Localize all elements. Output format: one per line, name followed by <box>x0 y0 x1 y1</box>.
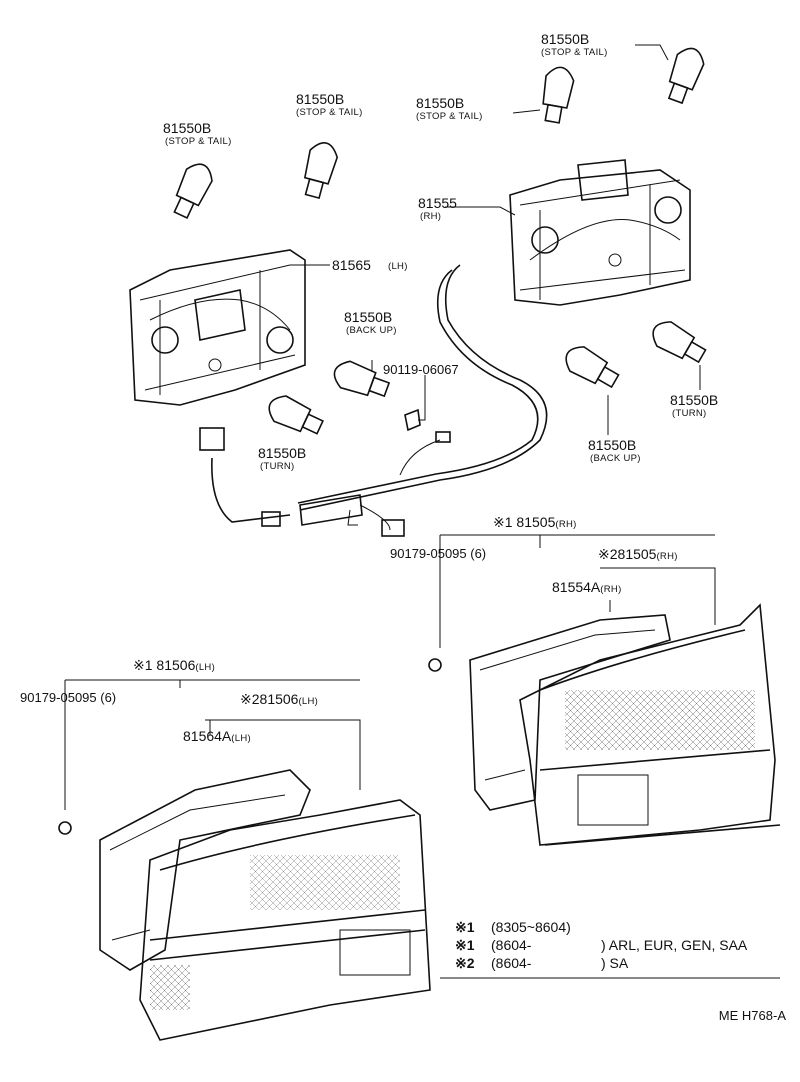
nut-lh <box>58 821 72 835</box>
note-socket-lh: (LH) <box>388 261 408 272</box>
leader-screw <box>418 375 426 421</box>
label-gasket-rh: 81554A(RH) <box>552 579 622 595</box>
bulb-turn-right <box>652 321 707 364</box>
drawing-code: ME H768-A <box>718 1008 786 1023</box>
bulb-stop-tail-left <box>173 163 213 219</box>
nut-rh <box>428 658 442 672</box>
note-bulb-stop-tail-right1: (STOP & TAIL) <box>416 111 483 122</box>
mark-lamp-lh-2: ※281506(LH) <box>240 691 319 707</box>
note-bulb-back-up-left: (BACK UP) <box>346 325 397 336</box>
leader-bulb-right2 <box>635 44 669 61</box>
socket-plate-lh <box>129 249 306 406</box>
lamp-assembly-lh <box>58 679 431 1041</box>
bulb-back-up-left <box>333 360 391 398</box>
legend-row: ※2(8604-) SA <box>455 955 629 971</box>
label-bulb-turn-right: 81550B <box>670 392 719 408</box>
note-bulb-turn-left: (TURN) <box>260 461 295 472</box>
bulb-turn-left <box>268 395 324 435</box>
mark-lamp-lh-1: ※1 81506(LH) <box>133 657 216 673</box>
wire-harness <box>199 264 548 537</box>
label-bulb-stop-tail-left: 81550B <box>163 120 212 136</box>
bulb-back-up-right <box>565 346 620 389</box>
bulb-stop-tail-right2 <box>667 47 705 105</box>
leader-socket-rh <box>445 206 516 216</box>
label-bulb-stop-tail-right2: 81550B <box>541 31 590 47</box>
note-bulb-turn-right: (TURN) <box>672 408 707 419</box>
label-bulb-back-up-right: 81550B <box>588 437 637 453</box>
label-socket-rh: 81555 <box>418 195 457 211</box>
label-bulb-stop-tail-right1: 81550B <box>416 95 465 111</box>
label-screw: 90119-06067 <box>383 362 459 377</box>
note-socket-rh: (RH) <box>420 211 442 222</box>
label-socket-lh: 81565 <box>332 257 371 273</box>
label-nut-lh: 90179-05095 (6) <box>20 690 117 705</box>
mark-lamp-rh-2: ※281505(RH) <box>598 546 678 562</box>
note-bulb-back-up-right: (BACK UP) <box>590 453 641 464</box>
note-bulb-stop-tail-mid: (STOP & TAIL) <box>296 107 363 118</box>
applicability-legend: ※1(8305~8604) ※1(8604-) ARL, EUR, GEN, S… <box>455 918 747 972</box>
mark-lamp-rh-1: ※1 81505(RH) <box>493 514 577 530</box>
leader-bulb-right1 <box>512 109 541 114</box>
socket-plate-rh <box>509 159 691 306</box>
label-gasket-lh: 81564A(LH) <box>183 728 251 744</box>
label-bulb-stop-tail-mid: 81550B <box>296 91 345 107</box>
label-bulb-turn-left: 81550B <box>258 445 307 461</box>
note-bulb-stop-tail-left: (STOP & TAIL) <box>165 136 232 147</box>
note-bulb-stop-tail-right2: (STOP & TAIL) <box>541 47 608 58</box>
legend-row: ※1(8604-) ARL, EUR, GEN, SAA <box>455 937 748 953</box>
bulb-stop-tail-right1 <box>542 66 575 124</box>
label-nut-rh: 90179-05095 (6) <box>390 546 487 561</box>
label-bulb-back-up-left: 81550B <box>344 309 393 325</box>
lamp-assembly-rh <box>428 534 781 846</box>
bulb-stop-tail-mid <box>303 142 339 200</box>
legend-row: ※1(8305~8604) <box>455 919 571 935</box>
